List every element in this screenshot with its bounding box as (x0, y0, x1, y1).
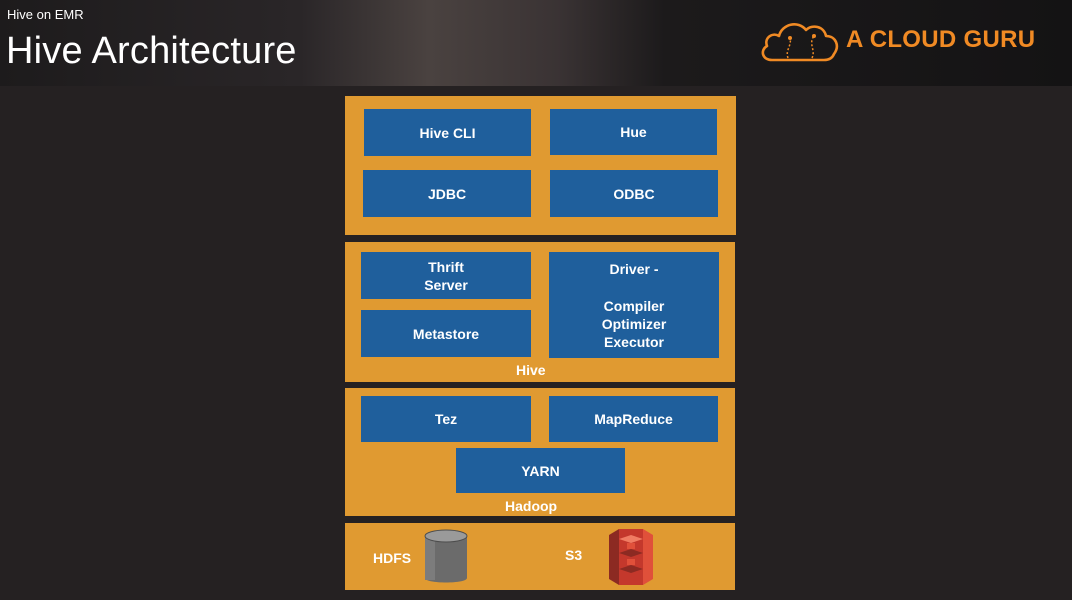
clients-layer: Hive CLI Hue JDBC ODBC (345, 96, 736, 235)
thrift-server-block: Thrift Server (361, 252, 531, 299)
cloud-logo-icon (761, 23, 839, 62)
yarn-block: YARN (456, 448, 625, 493)
jdbc-block: JDBC (363, 170, 531, 217)
brand-name: A CLOUD GURU (846, 26, 1036, 53)
brand-logo: A CLOUD GURU (758, 16, 1048, 66)
hive-cli-block: Hive CLI (364, 109, 531, 156)
tez-block: Tez (361, 396, 531, 442)
mapreduce-block: MapReduce (549, 396, 718, 442)
s3-bucket-icon (609, 529, 653, 585)
slide-subtitle: Hive on EMR (7, 7, 84, 22)
s3-label: S3 (565, 547, 583, 563)
storage-layer: HDFS S3 (345, 523, 735, 590)
driver-block: Driver - Compiler Optimizer Executor (549, 252, 719, 358)
video-header: Hive on EMR Hive Architecture A CLOUD GU… (0, 0, 1072, 86)
hadoop-layer: Tez MapReduce YARN Hadoop (345, 388, 735, 516)
hue-block: Hue (550, 109, 717, 155)
odbc-block: ODBC (550, 170, 718, 217)
driver-title: Driver - (609, 261, 659, 277)
hive-layer: Thrift Server Metastore Driver - Compile… (345, 242, 735, 382)
driver-components: Compiler Optimizer Executor (601, 298, 667, 350)
hdfs-label: HDFS (373, 550, 412, 566)
hadoop-layer-label: Hadoop (505, 498, 558, 514)
metastore-block: Metastore (361, 310, 531, 357)
hive-layer-label: Hive (516, 362, 546, 378)
database-cylinder-icon (424, 529, 468, 583)
slide-title: Hive Architecture (6, 30, 297, 72)
thrift-server-label: Thrift Server (424, 258, 468, 293)
